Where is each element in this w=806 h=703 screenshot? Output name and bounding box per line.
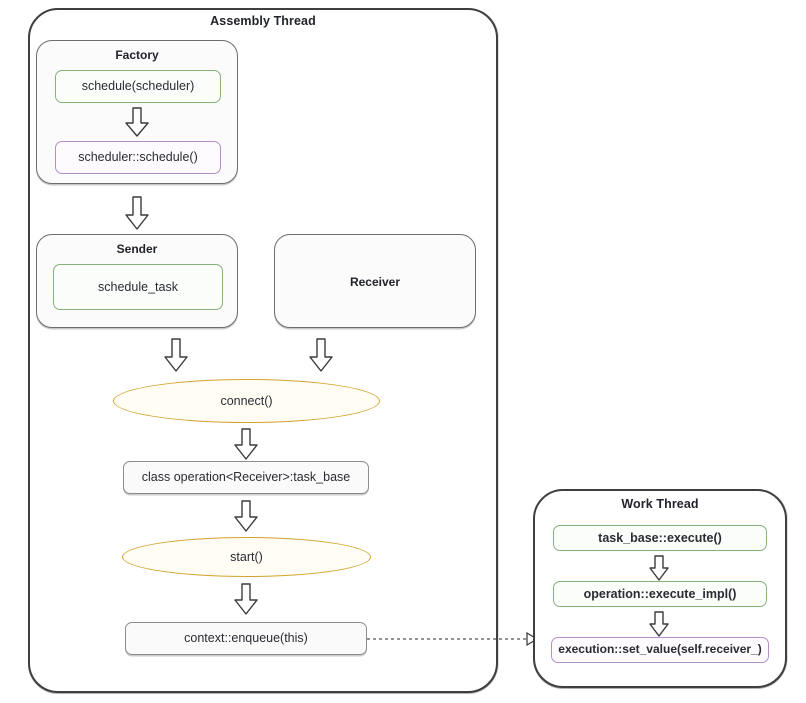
node-task-base-execute[interactable]: task_base::execute() bbox=[553, 525, 767, 551]
lane-work-thread-title: Work Thread bbox=[621, 497, 699, 511]
lane-assembly-thread-title: Assembly Thread bbox=[210, 14, 316, 28]
group-sender-title: Sender bbox=[116, 242, 158, 256]
group-receiver-title: Receiver bbox=[349, 275, 401, 289]
node-schedule-scheduler[interactable]: schedule(scheduler) bbox=[55, 70, 221, 103]
group-factory-title: Factory bbox=[115, 48, 159, 62]
node-schedule-task[interactable]: schedule_task bbox=[53, 264, 223, 310]
group-receiver bbox=[274, 234, 476, 328]
node-scheduler-schedule[interactable]: scheduler::schedule() bbox=[55, 141, 221, 174]
node-execution-set-value[interactable]: execution::set_value(self.receiver_) bbox=[551, 637, 769, 663]
node-connect[interactable]: connect() bbox=[113, 379, 380, 423]
node-start[interactable]: start() bbox=[122, 537, 371, 577]
node-operation-execute-impl[interactable]: operation::execute_impl() bbox=[553, 581, 767, 607]
node-class-operation[interactable]: class operation<Receiver>:task_base bbox=[123, 461, 369, 494]
node-context-enqueue[interactable]: context::enqueue(this) bbox=[125, 622, 367, 655]
